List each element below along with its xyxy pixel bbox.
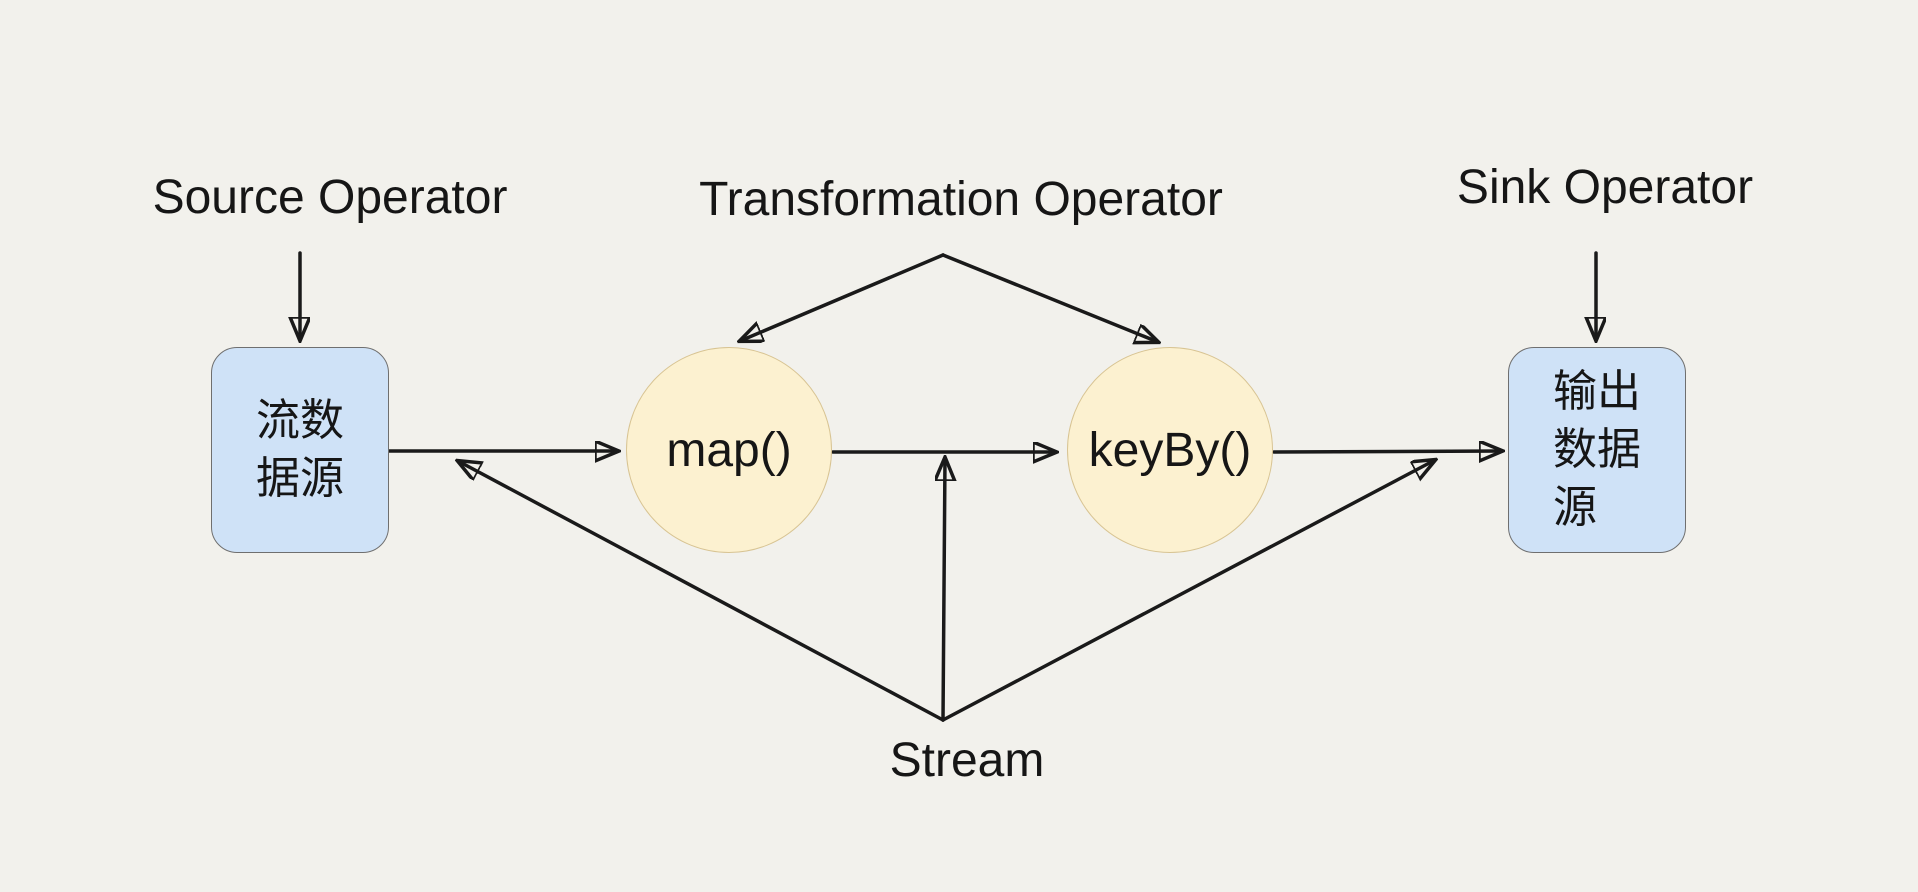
sink-operator-label: Sink Operator [1456,161,1754,214]
sink-box-label: 输出 数据 源 [1553,367,1641,532]
map-circle-label: map() [666,423,792,477]
map-circle: map() [626,347,832,553]
keyby-circle: keyBy() [1067,347,1273,553]
sink-box: 输出 数据 源 [1508,347,1686,553]
keyby-circle-label: keyBy() [1088,423,1252,477]
edge-stream-to-sink-box [941,460,1435,722]
edge-keyby-to-sink-box [1272,451,1502,452]
edge-transformation-label-to-map [740,253,945,341]
source-operator-label: Source Operator [152,171,508,224]
stream-label: Stream [889,734,1045,787]
source-box-label: 流数 据源 [256,396,344,503]
source-box: 流数 据源 [211,347,389,553]
transformation-operator-label: Transformation Operator [699,173,1223,226]
edge-stream-to-source-box [458,461,945,722]
edge-transformation-label-to-keyby [941,253,1158,342]
edge-stream-to-map-keyby-line [943,458,945,722]
